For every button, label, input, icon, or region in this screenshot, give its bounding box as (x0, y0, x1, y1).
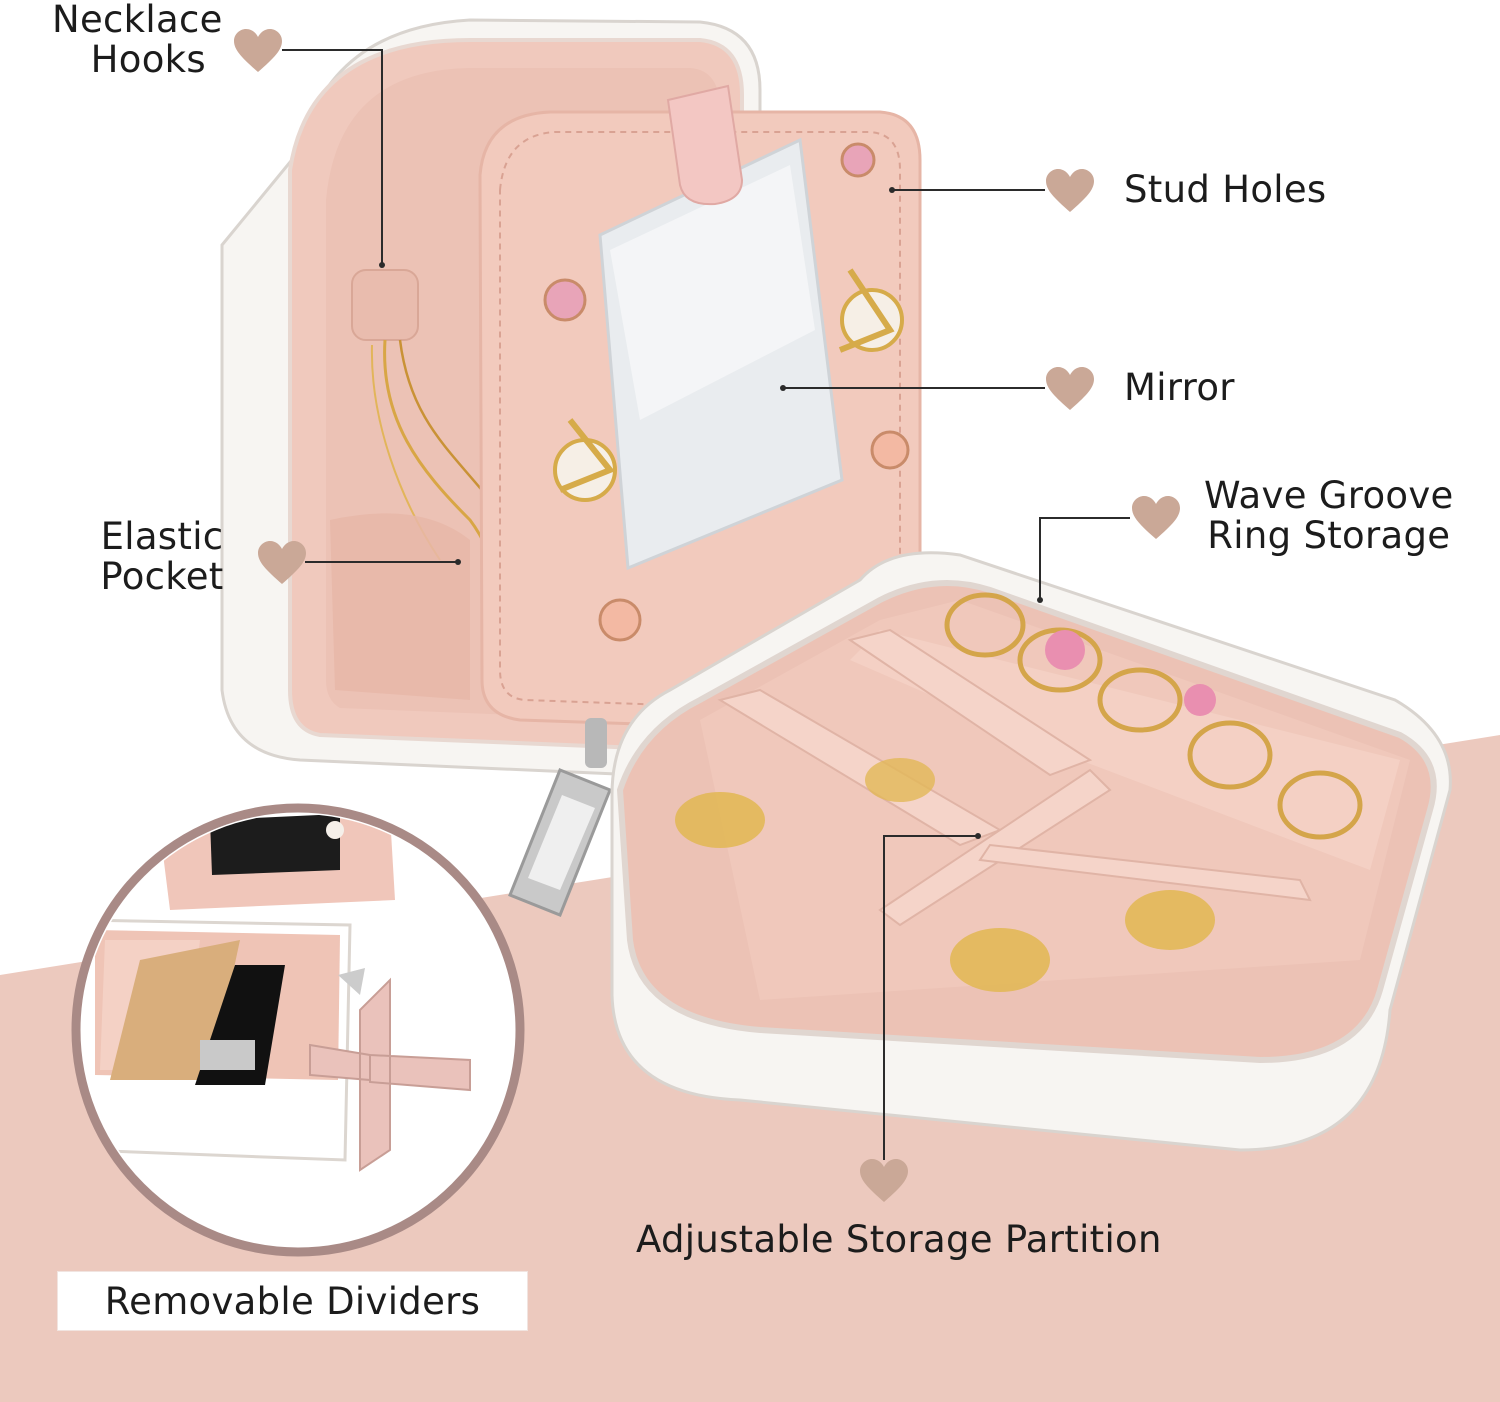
label-elastic-pocket-line2: Pocket (100, 554, 224, 598)
label-elastic-pocket: Elastic Pocket (100, 517, 224, 597)
label-elastic-pocket-line1: Elastic (100, 515, 224, 558)
label-adjustable-partition: Adjustable Storage Partition (636, 1218, 1162, 1261)
heart-icon (234, 29, 282, 72)
leader-partition (883, 835, 978, 1160)
label-wave-groove-line1: Wave Groove (1204, 474, 1454, 517)
label-necklace-hooks: Necklace Hooks (52, 0, 223, 80)
zipper-pull-icon (508, 718, 612, 917)
removable-divider-piece (309, 977, 471, 1172)
earrings (543, 142, 910, 642)
label-wave-groove: Wave Groove Ring Storage (1204, 476, 1454, 556)
label-wave-groove-line2: Ring Storage (1207, 513, 1451, 557)
label-necklace-hooks-line2: Hooks (90, 37, 206, 81)
heart-icon (1046, 169, 1094, 212)
inset-circle (71, 803, 525, 1257)
label-necklace-hooks-line1: Necklace (52, 0, 223, 41)
heart-icon (258, 541, 306, 584)
heart-icon (860, 1159, 908, 1202)
mirror-tab (666, 84, 744, 206)
label-mirror: Mirror (1124, 366, 1235, 409)
caption-removable-dividers-text: Removable Dividers (104, 1280, 481, 1323)
heart-icon (1046, 367, 1094, 410)
caption-removable-dividers: Removable Dividers (58, 1272, 527, 1330)
label-stud-holes: Stud Holes (1124, 168, 1327, 211)
leader-wave-groove (1039, 517, 1130, 600)
mirror-panel (478, 84, 922, 734)
elastic-pocket (330, 513, 470, 700)
base-tray (610, 551, 1452, 1152)
leader-lines (282, 49, 1130, 1160)
heart-icon (1132, 496, 1180, 539)
leader-necklace-hooks (282, 49, 383, 265)
